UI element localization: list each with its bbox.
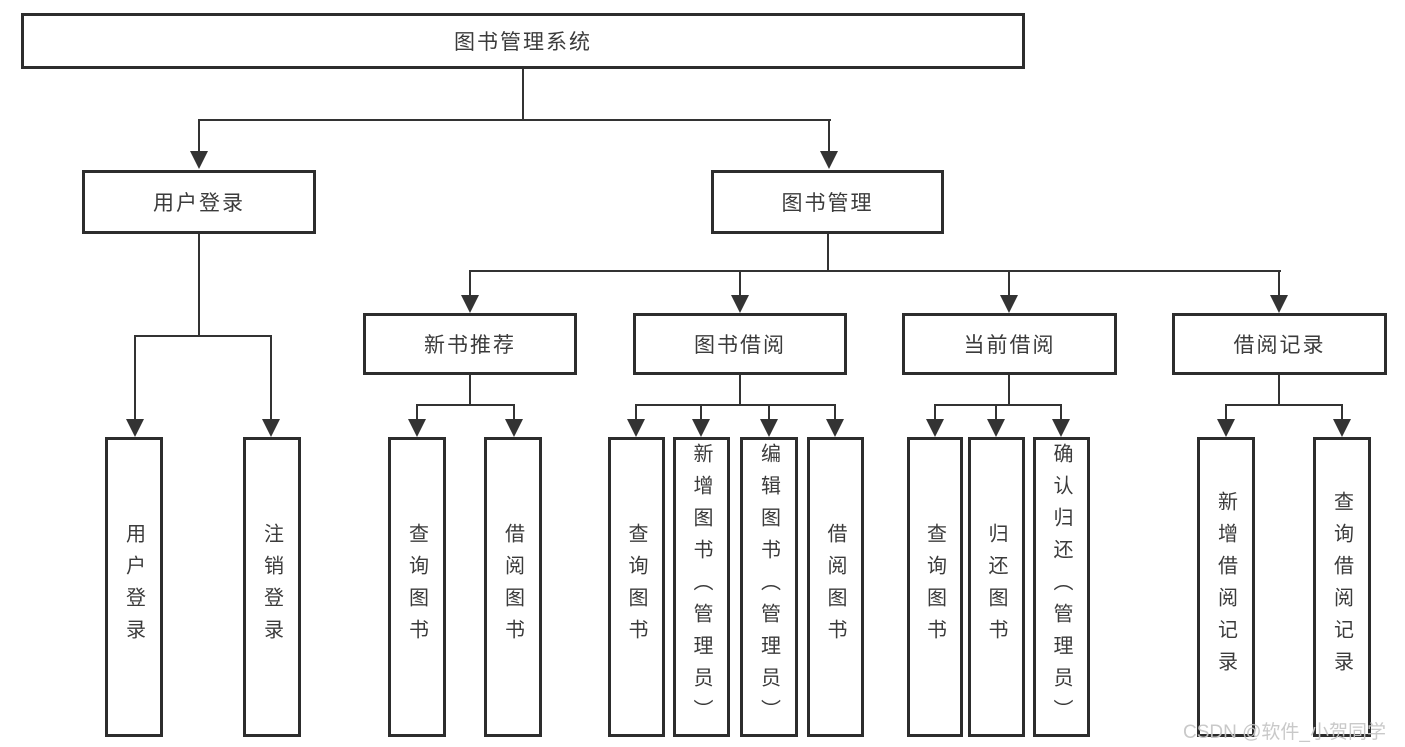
leaf-borrow-books-recommend: 借阅图书 [484,437,542,737]
connector-line [1278,375,1280,406]
arrowhead-down-icon [826,419,844,437]
connector-line [768,404,770,421]
node-library-system: 图书管理系统 [21,13,1025,69]
connector-line [700,404,702,421]
leaf-add-borrow-record: 新增借阅记录 [1197,437,1255,737]
connector-line [416,404,515,406]
connector-line [198,119,200,153]
connector-line [522,69,524,121]
arrowhead-down-icon [1000,295,1018,313]
connector-line [934,404,1062,406]
connector-line [513,404,515,421]
connector-line [1278,270,1280,296]
leaf-query-books-recommend: 查询图书 [388,437,446,737]
leaf-borrow-books: 借阅图书 [807,437,864,737]
arrowhead-down-icon [1333,419,1351,437]
node-user-login: 用户登录 [82,170,316,234]
node-book-management: 图书管理 [711,170,944,234]
arrowhead-down-icon [1052,419,1070,437]
connector-line [1060,404,1062,421]
arrowhead-down-icon [1270,295,1288,313]
arrowhead-down-icon [190,151,208,169]
connector-line [934,404,936,421]
leaf-query-books-borrow: 查询图书 [608,437,665,737]
csdn-watermark: CSDN @软件_小贺同学 [1183,722,1386,743]
connector-line [469,270,1281,272]
connector-line [134,335,272,337]
arrowhead-down-icon [505,419,523,437]
connector-line [635,404,836,406]
connector-line [828,119,830,153]
connector-line [1341,404,1343,421]
arrowhead-down-icon [262,419,280,437]
leaf-logout: 注销登录 [243,437,301,737]
arrowhead-down-icon [461,295,479,313]
connector-line [469,375,471,406]
connector-line [827,234,829,272]
arrowhead-down-icon [820,151,838,169]
node-new-book-recommend: 新书推荐 [363,313,577,375]
arrowhead-down-icon [987,419,1005,437]
arrowhead-down-icon [126,419,144,437]
leaf-confirm-return-admin: 确认归还（管理员） [1033,437,1090,737]
connector-line [1008,375,1010,406]
leaf-add-book-admin: 新增图书（管理员） [673,437,730,737]
connector-line [635,404,637,421]
connector-line [1225,404,1343,406]
connector-line [1225,404,1227,421]
leaf-user-login: 用户登录 [105,437,163,737]
connector-line [198,119,831,121]
arrowhead-down-icon [692,419,710,437]
arrowhead-down-icon [1217,419,1235,437]
connector-line [995,404,997,421]
connector-line [198,234,200,337]
connector-line [134,335,136,421]
node-current-borrow: 当前借阅 [902,313,1117,375]
node-book-borrow: 图书借阅 [633,313,847,375]
arrowhead-down-icon [408,419,426,437]
connector-line [416,404,418,421]
connector-line [834,404,836,421]
leaf-edit-book-admin: 编辑图书（管理员） [740,437,798,737]
leaf-query-books-current: 查询图书 [907,437,963,737]
arrowhead-down-icon [926,419,944,437]
connector-line [739,375,741,406]
arrowhead-down-icon [760,419,778,437]
connector-line [739,270,741,296]
connector-line [469,270,471,296]
leaf-query-borrow-record: 查询借阅记录 [1313,437,1371,737]
leaf-return-books: 归还图书 [968,437,1025,737]
arrowhead-down-icon [731,295,749,313]
arrowhead-down-icon [627,419,645,437]
connector-line [1008,270,1010,296]
connector-line [270,335,272,421]
node-borrow-records: 借阅记录 [1172,313,1387,375]
